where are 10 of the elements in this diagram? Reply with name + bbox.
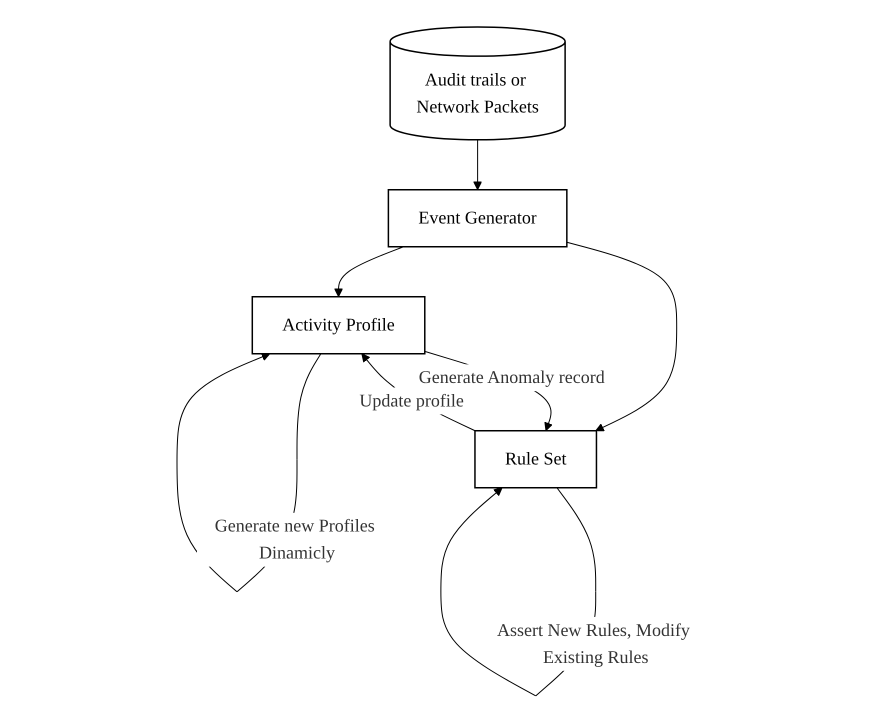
- edge-label: Generate new Profiles Dinamicly: [214, 515, 374, 562]
- node-box: Rule Set: [474, 430, 597, 488]
- edge-label: Update profile: [359, 390, 464, 410]
- arrow: [566, 241, 677, 431]
- node-box: Activity Profile: [251, 296, 426, 354]
- arrow: [472, 138, 482, 190]
- edge-label: Assert New Rules, Modify Existing Rules: [496, 619, 690, 666]
- edge-label: Generate Anomaly record: [418, 366, 604, 387]
- node-box: Event Generator: [387, 188, 568, 247]
- arrow: [334, 246, 404, 297]
